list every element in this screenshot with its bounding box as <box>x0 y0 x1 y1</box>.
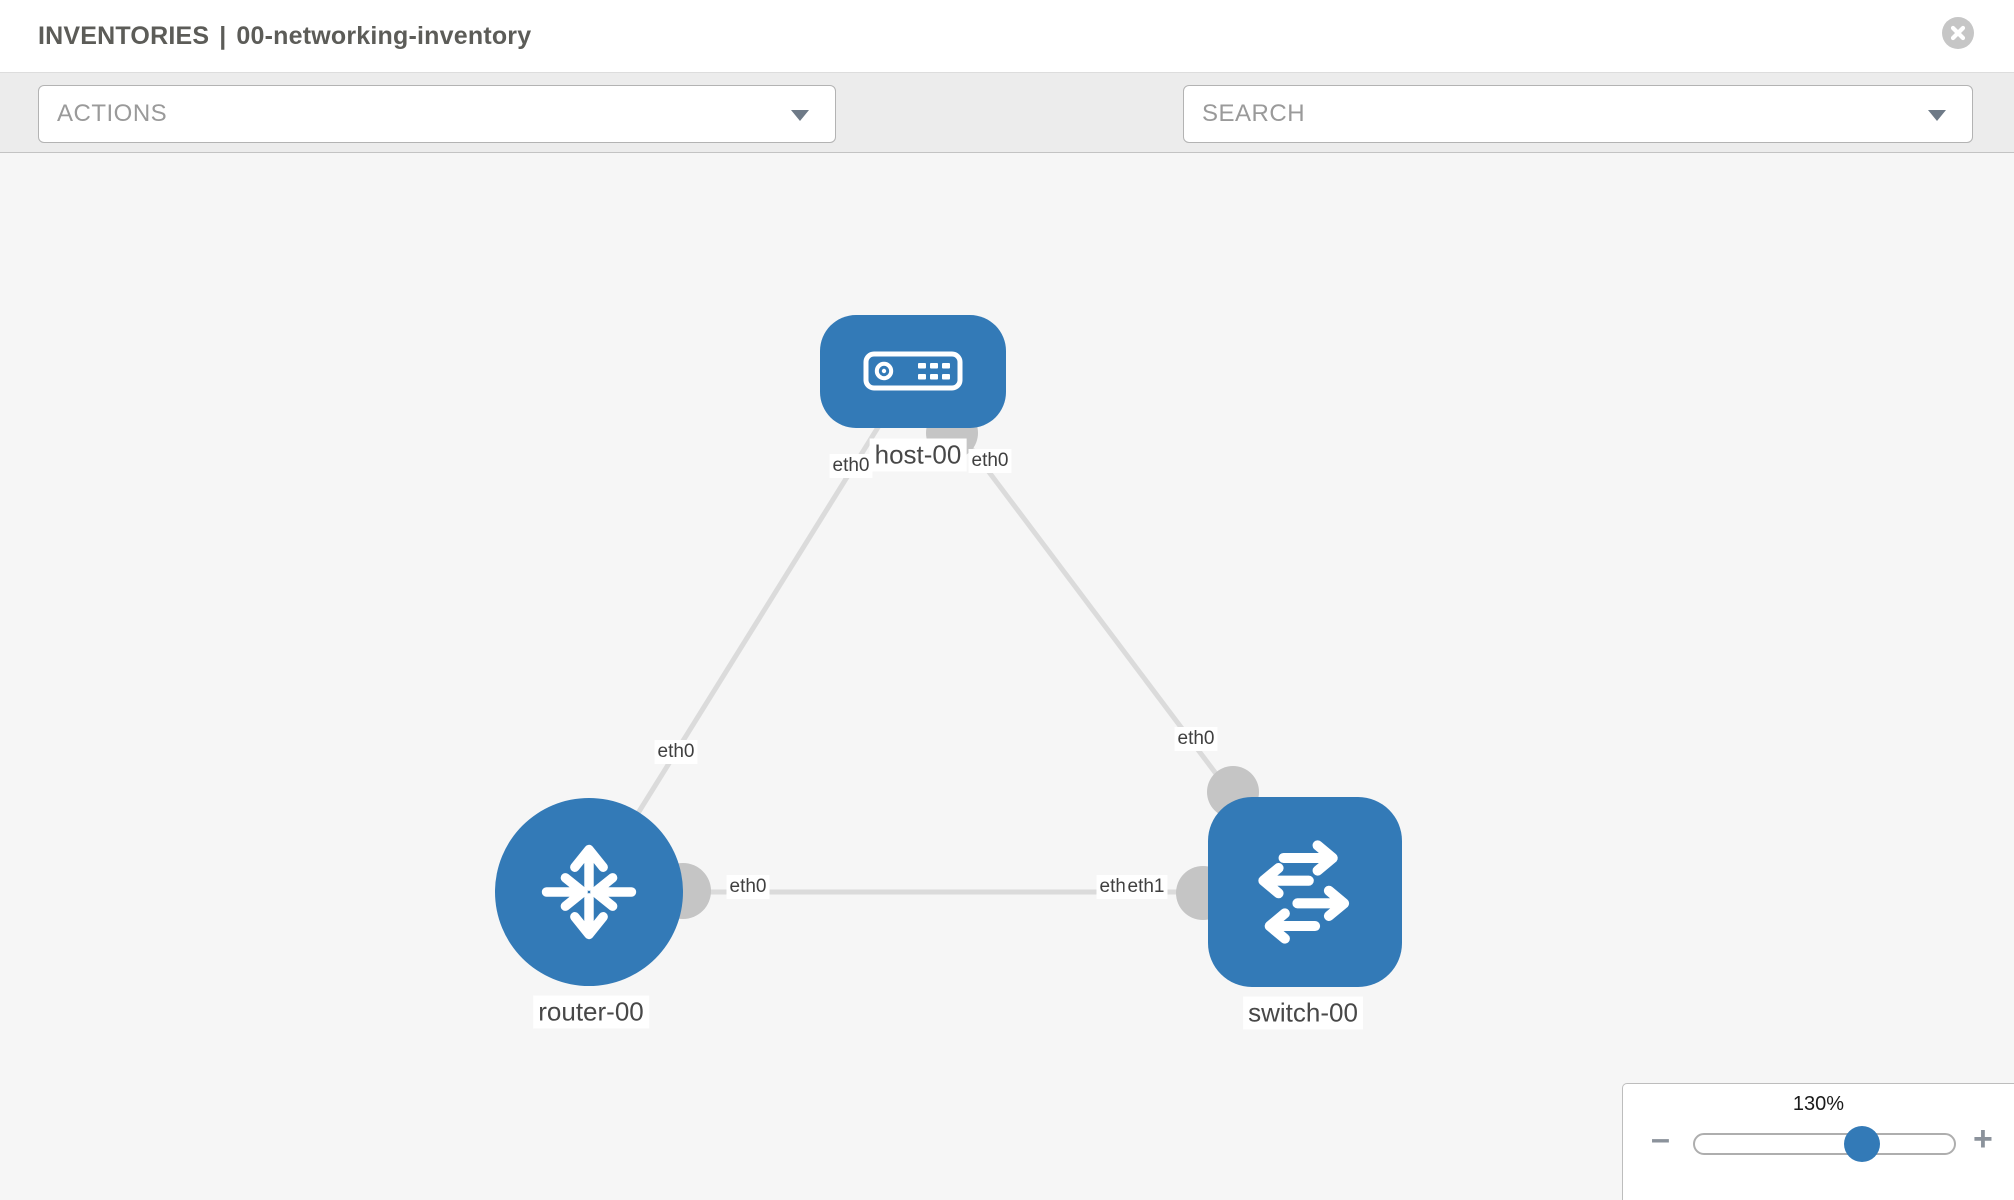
actions-dropdown[interactable]: ACTIONS <box>38 85 836 143</box>
header-bar: INVENTORIES | 00-networking-inventory <box>0 0 2014 73</box>
zoom-out-button[interactable]: – <box>1651 1120 1670 1158</box>
node-label: host-00 <box>869 438 967 472</box>
interface-label: eth1 <box>1124 875 1168 899</box>
node-label: switch-00 <box>1243 996 1363 1030</box>
zoom-slider-thumb[interactable] <box>1844 1126 1881 1162</box>
zoom-level: 130% <box>1792 1093 1845 1115</box>
toolbar: ACTIONS SEARCH <box>0 73 2014 204</box>
zoom-panel: 130% – + <box>1622 1083 2014 1200</box>
topology-links <box>586 369 1307 895</box>
node-host-00[interactable] <box>820 314 1006 428</box>
switch-arrows-icon <box>1258 840 1350 944</box>
interface-label: eth0 <box>829 454 873 478</box>
chevron-down-icon <box>791 110 809 121</box>
interface-label: eth0 <box>1174 727 1218 751</box>
node-switch-00[interactable] <box>1208 797 1402 987</box>
page-title: INVENTORIES | 00-networking-inventory <box>38 22 531 51</box>
zoom-slider-track[interactable] <box>1693 1126 1956 1162</box>
actions-dropdown-label: ACTIONS <box>57 100 168 127</box>
router-arrows-icon <box>541 844 637 940</box>
close-icon <box>1950 25 1966 41</box>
interface-label: eth0 <box>654 740 698 764</box>
search-dropdown[interactable]: SEARCH <box>1183 85 1973 143</box>
search-placeholder: SEARCH <box>1202 100 1306 127</box>
interface-label: eth0 <box>968 449 1012 473</box>
node-router-00[interactable] <box>495 798 683 986</box>
chevron-down-icon <box>1928 110 1946 121</box>
page-title-section: INVENTORIES <box>38 21 210 50</box>
page-title-separator: | <box>219 21 227 50</box>
close-button[interactable] <box>1942 17 1974 49</box>
inventory-name: 00-networking-inventory <box>236 21 532 50</box>
host-server-icon <box>863 351 963 391</box>
interface-label: eth0 <box>726 875 770 899</box>
node-label: router-00 <box>533 995 649 1029</box>
zoom-in-button[interactable]: + <box>1973 1120 1993 1158</box>
